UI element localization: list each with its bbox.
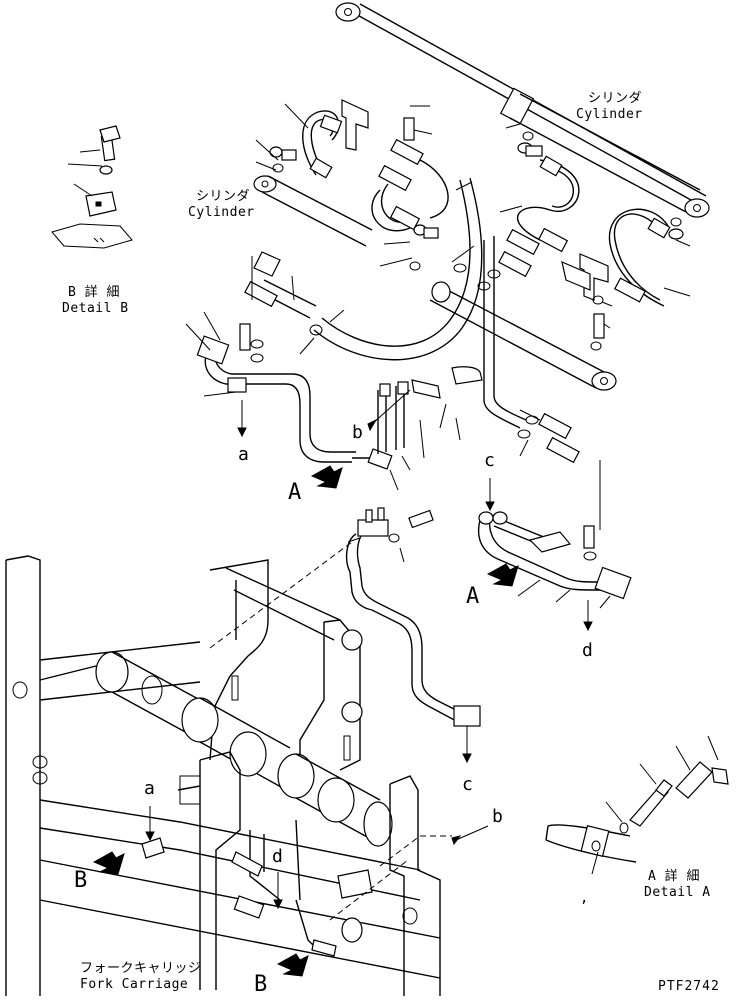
detail-a-illustration [545, 735, 729, 875]
cylinder-mid-label-jp: シリンダ [196, 189, 251, 204]
direction-arrows [92, 389, 593, 977]
fork-carriage-label-en: Fork Carriage [80, 977, 189, 992]
marker-B-left: B [74, 868, 88, 893]
marker-B-bottom: B [254, 972, 268, 997]
marker-c-top: c [484, 450, 495, 471]
detail-b-label-jp: B 詳 細 [68, 285, 120, 300]
cylinder-top-label-jp: シリンダ [588, 91, 643, 106]
reference-code: PTF2742 [658, 979, 720, 994]
middle-cylinder [253, 175, 617, 391]
center-pipe-assembly [345, 507, 481, 727]
hoses-upper [99, 99, 691, 561]
detail-b-label-en: Detail B [62, 301, 129, 316]
top-cylinder [335, 2, 710, 218]
marker-d-bottom: d [272, 846, 283, 867]
fork-carriage-frame [5, 541, 452, 996]
marker-c-bottom: c [462, 774, 473, 795]
marker-a-bottom: a [144, 778, 155, 799]
detail-b-illustration [51, 149, 133, 249]
right-pipe-assembly [477, 460, 632, 609]
marker-b-right: b [492, 806, 503, 827]
fork-carriage-label-jp: フォークキャリッジ [80, 961, 202, 976]
left-pipe-assembly [185, 251, 483, 491]
comma-mark: , [580, 890, 588, 906]
detail-a-label-jp: A 詳 細 [648, 869, 700, 884]
marker-A-right: A [466, 584, 480, 609]
cylinder-mid-label-en: Cylinder [188, 205, 255, 220]
detail-a-label-en: Detail A [644, 885, 711, 900]
cylinder-top-label-en: Cylinder [576, 107, 643, 122]
marker-b-mid: b [352, 422, 363, 443]
marker-A-left: A [288, 480, 302, 505]
marker-d-right: d [582, 640, 593, 661]
marker-a-top: a [238, 444, 249, 465]
